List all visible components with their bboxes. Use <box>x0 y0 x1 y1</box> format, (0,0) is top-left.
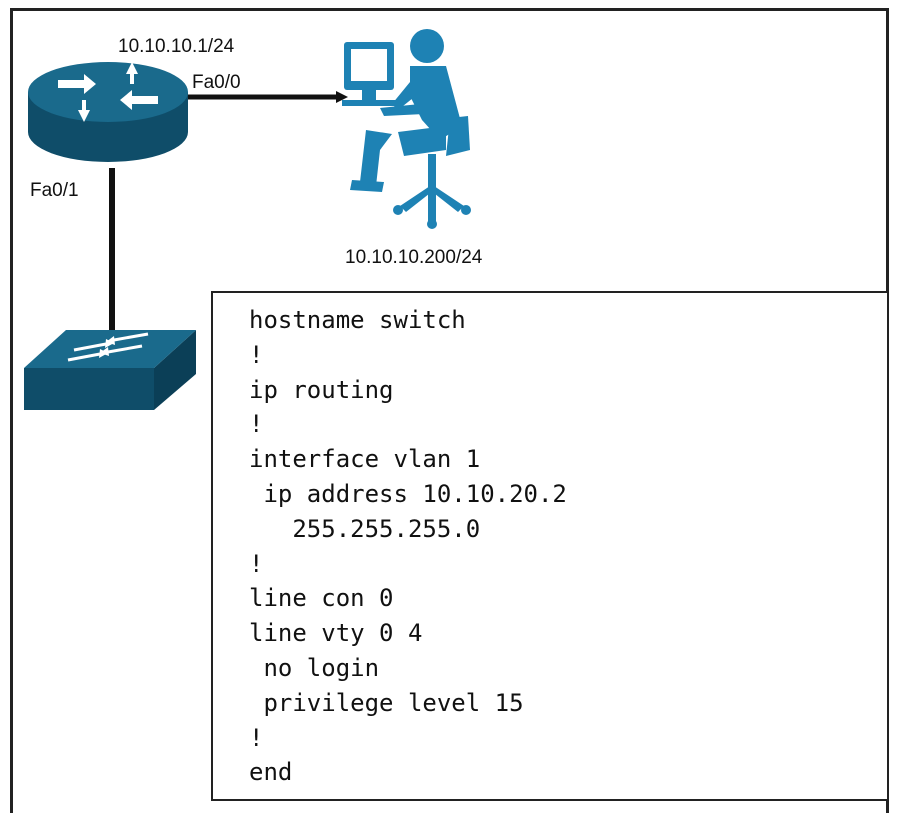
switch-icon <box>24 330 196 410</box>
switch-config-box: hostname switch ! ip routing ! interface… <box>211 291 889 801</box>
router-fa01-label: Fa0/1 <box>30 180 79 201</box>
config-line: ip routing <box>249 375 394 404</box>
config-line: 255.255.255.0 <box>249 514 481 543</box>
config-line: end <box>249 758 293 787</box>
config-line: line vty 0 4 <box>249 619 423 648</box>
pc-user-icon <box>342 29 471 229</box>
config-line: privilege level 15 <box>249 688 524 717</box>
pc-ip-label: 10.10.10.200/24 <box>345 247 483 268</box>
config-listing: hostname switch ! ip routing ! interface… <box>249 303 567 790</box>
config-line: ! <box>249 340 264 369</box>
config-line: ip address 10.10.20.2 <box>249 479 567 508</box>
link-arrowhead <box>336 91 348 103</box>
config-line: no login <box>249 653 380 682</box>
config-line: interface vlan 1 <box>249 445 481 474</box>
router-icon <box>28 62 188 162</box>
config-line: ! <box>249 410 264 439</box>
config-line: ! <box>249 723 264 752</box>
config-line: ! <box>249 549 264 578</box>
router-fa00-label: Fa0/0 <box>192 72 241 93</box>
router-ip-label: 10.10.10.1/24 <box>118 36 235 57</box>
config-line: line con 0 <box>249 584 394 613</box>
config-line: hostname switch <box>249 306 466 334</box>
